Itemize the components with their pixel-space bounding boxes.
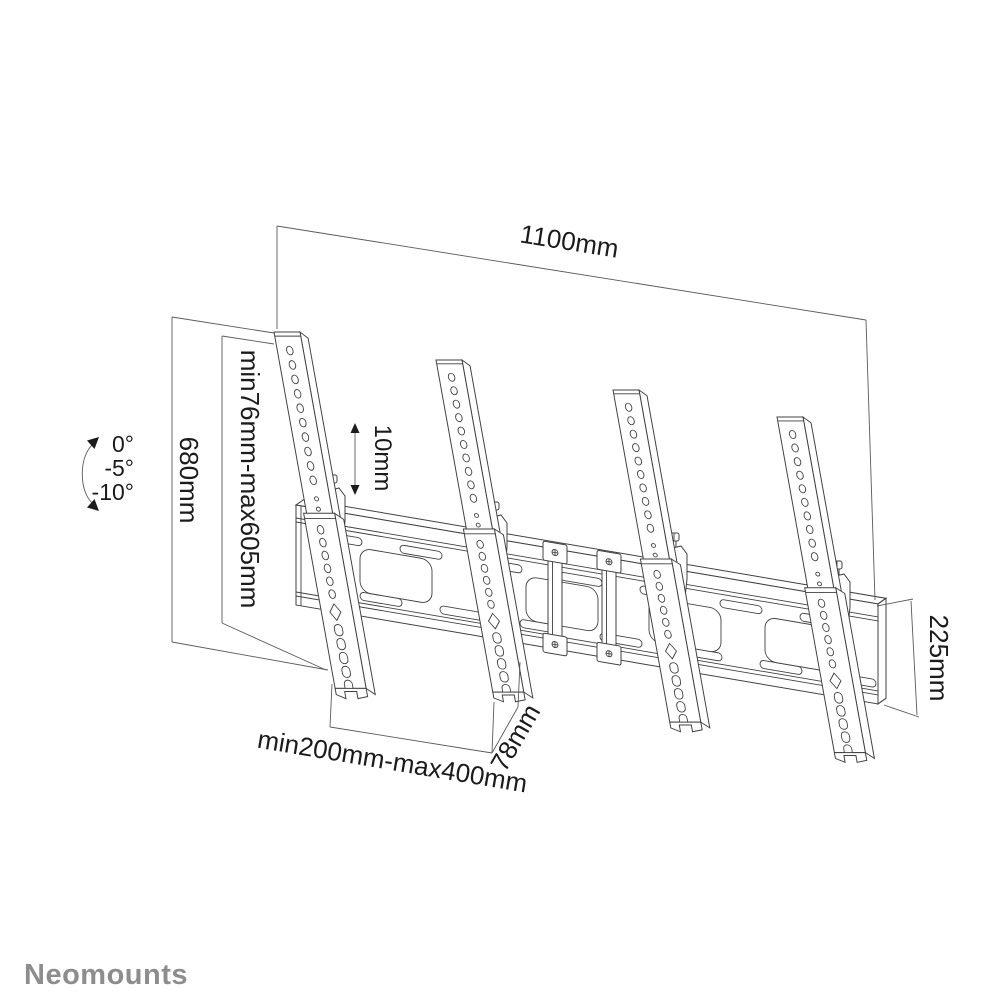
tilt-angle-0: 0°	[112, 431, 134, 457]
dim-plate-height: 225mm	[876, 598, 954, 718]
dim-vesa-vertical: min76mm-max605mm	[221, 335, 327, 671]
tilt-angle-5: -5°	[104, 455, 134, 481]
dim-label-step: 10mm	[369, 425, 396, 492]
dim-height: 680mm	[171, 316, 329, 671]
dim-label-vesa-vertical: min76mm-max605mm	[235, 350, 265, 609]
brand-logo: Neomounts	[24, 959, 188, 991]
dim-label-plate-height: 225mm	[924, 615, 954, 702]
dim-label-width: 1100mm	[518, 219, 621, 264]
dim-step: 10mm	[350, 423, 396, 495]
tilt-angle-10: -10°	[92, 479, 134, 505]
tilt-annotation: 0° -5° -10°	[81, 431, 134, 511]
tilt-arc-icon	[81, 437, 99, 511]
dim-label-height: 680mm	[174, 437, 204, 524]
